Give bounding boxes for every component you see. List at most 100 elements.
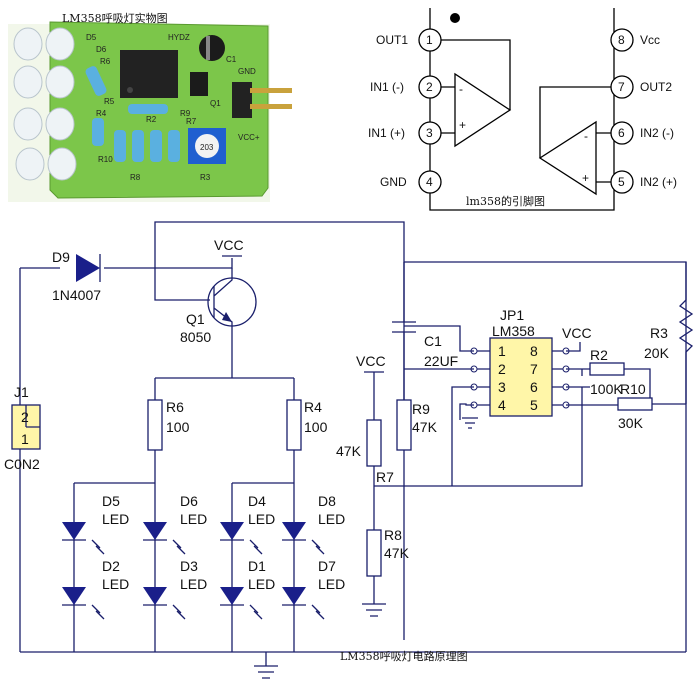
- pcb-silk-r2: R2: [146, 115, 157, 124]
- q1-transistor: [207, 277, 257, 327]
- jp1-pin8: 8: [530, 343, 538, 359]
- pin-num-1: 1: [426, 33, 433, 47]
- r9-val: 47K: [412, 419, 438, 435]
- led-d3-ref: D3: [180, 558, 198, 574]
- pcb-silk-c1: C1: [226, 55, 237, 64]
- photo-caption: LM358呼吸灯实物图: [62, 11, 168, 25]
- pin-name-in2-minus: IN2 (-): [640, 126, 674, 140]
- pin-num-3: 3: [426, 126, 433, 140]
- r2-resistor: [589, 362, 625, 376]
- jp1-pin7: 7: [530, 361, 538, 377]
- r6-resistor: [147, 399, 163, 451]
- led-d4-type: LED: [248, 511, 275, 527]
- jp1-pin6: 6: [530, 379, 538, 395]
- pcb-silk-r9: R9: [180, 109, 191, 118]
- pcb-silk-pot: 203: [200, 143, 214, 152]
- j1-pin1: 1: [21, 431, 29, 447]
- led-symbols: [62, 522, 325, 620]
- jp1-pin1: 1: [498, 343, 506, 359]
- jp1-pin4: 4: [498, 397, 506, 413]
- jp1-part: LM358: [492, 323, 535, 339]
- pcb-silk-r10: R10: [98, 155, 113, 164]
- pcb-silk-r4: R4: [96, 109, 107, 118]
- opamp2-plus: +: [582, 171, 589, 185]
- pcb-resistors: [85, 66, 180, 162]
- led-d7-ref: D7: [318, 558, 336, 574]
- r8-ref: R8: [384, 527, 402, 543]
- opamp1-plus: +: [459, 118, 466, 132]
- pinout-diagram: 1 2 3 4 8 7 6 5 OUT1 IN1 (-) IN1 (+) GND…: [368, 8, 677, 211]
- schematic-caption: LM358呼吸灯电路原理图: [340, 650, 468, 663]
- pcb-silk-d6: D6: [96, 45, 107, 54]
- c1-val: 22UF: [424, 353, 458, 369]
- vcc-label-chip: VCC: [562, 325, 592, 341]
- pin-name-in1-minus: IN1 (-): [370, 80, 404, 94]
- pin-num-2: 2: [426, 80, 433, 94]
- r7-val: 47K: [336, 443, 362, 459]
- pin-num-7: 7: [618, 80, 625, 94]
- c1-ref: C1: [424, 333, 442, 349]
- pcb-led-array: [13, 27, 77, 181]
- jp1-pin5: 5: [530, 397, 538, 413]
- pin-name-in2-plus: IN2 (+): [640, 175, 677, 189]
- pcb-silk-hydz: HYDZ: [168, 33, 190, 42]
- led-d7-type: LED: [318, 576, 345, 592]
- q1-ref: Q1: [186, 311, 205, 327]
- pin1-marker: [450, 13, 460, 23]
- opamp2-symbol: [538, 120, 597, 196]
- r2-val: 100K: [590, 381, 623, 397]
- pcb-transistor: [190, 72, 208, 96]
- pcb-silk-d5: D5: [86, 33, 97, 42]
- pin-num-8: 8: [618, 33, 625, 47]
- led-d1-type: LED: [248, 576, 275, 592]
- r4-val: 100: [304, 419, 328, 435]
- j1-ref: J1: [14, 384, 29, 400]
- led-d2-type: LED: [102, 576, 129, 592]
- pin-name-in1-plus: IN1 (+): [368, 126, 405, 140]
- r4-ref: R4: [304, 399, 322, 415]
- r8-resistor: [366, 529, 382, 577]
- pin-name-vcc: Vcc: [640, 33, 660, 47]
- opamp2-minus: -: [584, 129, 588, 143]
- jp1-pin3: 3: [498, 379, 506, 395]
- pin-name-out1: OUT1: [376, 33, 408, 47]
- pin-num-5: 5: [618, 175, 625, 189]
- r4-resistor: [286, 399, 302, 451]
- pcb-silk-r3: R3: [200, 173, 211, 182]
- j1-part: C0N2: [4, 456, 40, 472]
- led-d3-type: LED: [180, 576, 207, 592]
- d9-diode-body: [76, 254, 100, 282]
- d9-part: 1N4007: [52, 287, 101, 303]
- r3-resistor: [678, 262, 694, 404]
- r8-val: 47K: [384, 545, 410, 561]
- pin-num-6: 6: [618, 126, 625, 140]
- j1-pin2: 2: [21, 409, 29, 425]
- jp1-ref: JP1: [500, 307, 524, 323]
- r9-resistor: [396, 399, 412, 451]
- pin-name-out2: OUT2: [640, 80, 672, 94]
- pcb-silk-vcc: VCC+: [238, 133, 260, 142]
- d9-ref: D9: [52, 249, 70, 265]
- pcb-capacitor: [199, 35, 225, 61]
- led-d8-ref: D8: [318, 493, 336, 509]
- r10-resistor: [617, 397, 653, 411]
- pin-num-4: 4: [426, 175, 433, 189]
- led-d2-ref: D2: [102, 558, 120, 574]
- led-d5-type: LED: [102, 511, 129, 527]
- led-d6-type: LED: [180, 511, 207, 527]
- pcb-silk-r5: R5: [104, 97, 115, 106]
- pcb-silk-r6: R6: [100, 57, 111, 66]
- pcb-silk-r7: R7: [186, 117, 197, 126]
- pcb-header: [232, 82, 252, 118]
- led-d5-ref: D5: [102, 493, 120, 509]
- q1-part: 8050: [180, 329, 211, 345]
- vcc-label-r7: VCC: [356, 353, 386, 369]
- r7-resistor: [366, 419, 382, 467]
- pcb-photo: HYDZ GND VCC+ R2 R3 R4 R5 R6 R7 R8 R9 R1…: [8, 21, 292, 202]
- led-d4-ref: D4: [248, 493, 266, 509]
- pinout-caption: lm358的引脚图: [466, 194, 545, 208]
- r3-ref: R3: [650, 325, 668, 341]
- led-d1-ref: D1: [248, 558, 266, 574]
- schematic: D9 1N4007 VCC Q1 8050 J1 2 1 C0N2 R6 100…: [4, 221, 694, 679]
- r7-ref: R7: [376, 469, 394, 485]
